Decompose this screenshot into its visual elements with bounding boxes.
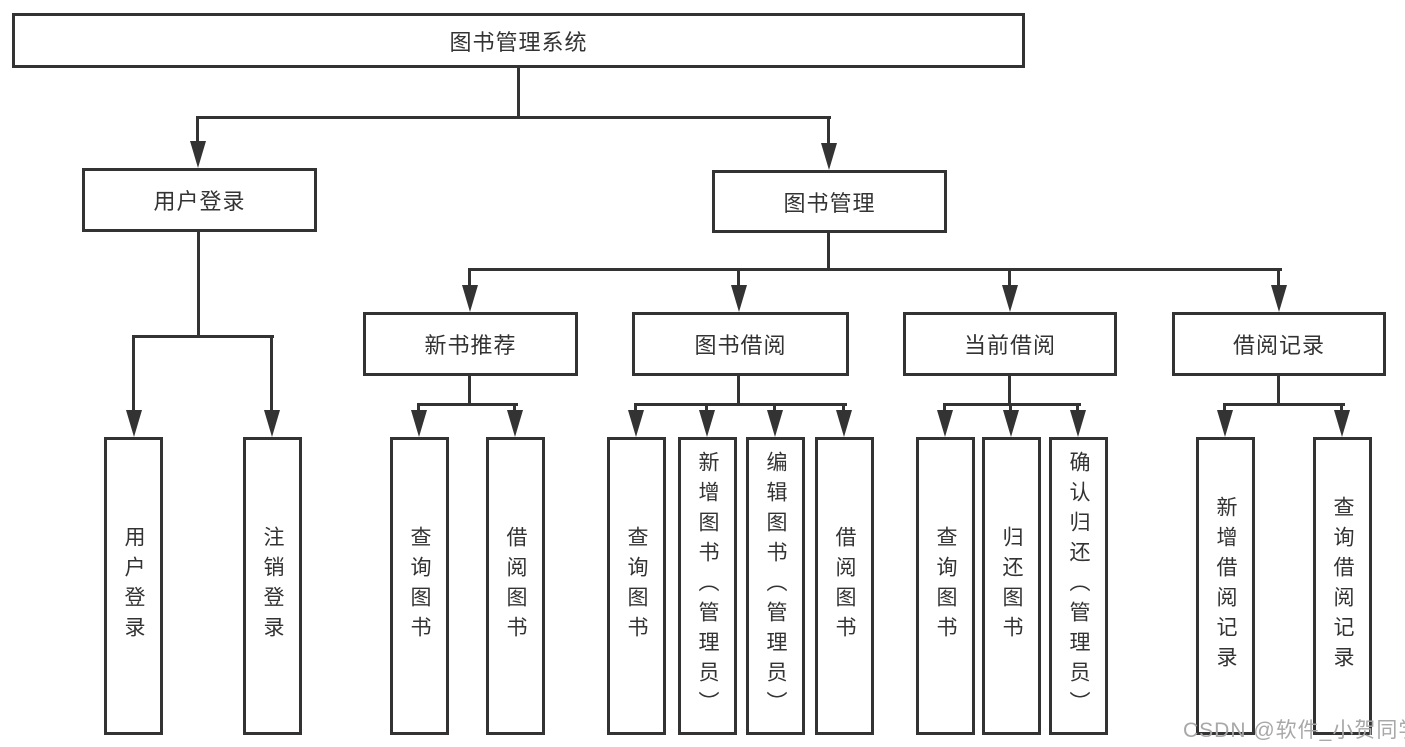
arrow-down-icon [190, 141, 206, 168]
leaf-label: 借阅图书 [504, 526, 527, 646]
leaf-label: 新增借阅记录 [1214, 496, 1237, 676]
connector-borrow-records-stem [1277, 376, 1280, 405]
connector-drop [1009, 403, 1012, 415]
arrow-down-icon [462, 285, 478, 312]
leaf-label: 用户登录 [122, 526, 145, 646]
connector-drop [1340, 403, 1343, 415]
arrow-down-icon [1217, 410, 1233, 437]
node-current-borrow-label: 当前借阅 [963, 333, 1056, 358]
arrow-down-icon [126, 410, 142, 437]
connector-drop-new-book [468, 268, 471, 292]
node-book-borrow-label: 图书借阅 [694, 333, 787, 358]
connector-new-book-stem [468, 376, 471, 405]
connector-drop-book-borrow [737, 268, 740, 292]
connector-drop-borrow-records [1277, 268, 1280, 292]
node-leaf-logout: 注销登录 [243, 437, 302, 735]
connector-new-book-branch [417, 403, 518, 406]
node-root-label: 图书管理系统 [449, 29, 588, 55]
arrow-down-icon [1002, 285, 1018, 312]
leaf-label: 查询图书 [934, 526, 957, 646]
connector-drop [773, 403, 776, 415]
node-borrow-records-label: 借阅记录 [1232, 333, 1325, 358]
connector-user-login-branch [132, 335, 274, 338]
connector-borrow-records-branch [1223, 403, 1345, 406]
connector-book-borrow-stem [737, 376, 740, 405]
node-user-login-label: 用户登录 [153, 189, 246, 214]
leaf-label: 注销登录 [261, 526, 284, 646]
node-leaf-user-login: 用户登录 [104, 437, 163, 735]
csdn-watermark: CSDN @软件_小贺同学 [1183, 719, 1405, 742]
connector-drop-book-mgmt [827, 116, 830, 150]
arrow-down-icon [937, 410, 953, 437]
node-leaf-query-books-borrow: 查询图书 [607, 437, 666, 735]
connector-drop-current-borrow [1008, 268, 1011, 292]
connector-drop [513, 403, 516, 415]
connector-book-borrow-branch [634, 403, 847, 406]
node-root: 图书管理系统 [12, 13, 1025, 68]
connector-current-borrow-stem [1008, 376, 1011, 405]
arrow-down-icon [411, 410, 427, 437]
connector-drop-user-login [196, 116, 199, 148]
connector-drop-logout-leaf [270, 335, 273, 415]
node-leaf-query-books-current: 查询图书 [916, 437, 975, 735]
connector-root-branch [196, 116, 831, 119]
node-leaf-borrow-books: 借阅图书 [815, 437, 874, 735]
connector-drop [634, 403, 637, 415]
arrow-down-icon [1003, 410, 1019, 437]
leaf-label: 查询借阅记录 [1331, 496, 1354, 676]
connector-drop [417, 403, 420, 415]
leaf-label: 新增图书（管理员） [696, 451, 719, 721]
arrow-down-icon [731, 285, 747, 312]
connector-drop [842, 403, 845, 415]
connector-user-login-stem [197, 232, 200, 337]
connector-current-borrow-branch [943, 403, 1081, 406]
connector-root-stem [517, 68, 520, 118]
connector-drop [1076, 403, 1079, 415]
arrow-down-icon [1070, 410, 1086, 437]
arrow-down-icon [699, 410, 715, 437]
leaf-label: 借阅图书 [833, 526, 856, 646]
arrow-down-icon [507, 410, 523, 437]
node-leaf-query-books-recommend: 查询图书 [390, 437, 449, 735]
node-new-book-recommend: 新书推荐 [363, 312, 578, 376]
arrow-down-icon [628, 410, 644, 437]
node-leaf-return-books: 归还图书 [982, 437, 1041, 735]
leaf-label: 确认归还（管理员） [1067, 451, 1090, 721]
connector-book-mgmt-branch [468, 268, 1282, 271]
connector-drop [705, 403, 708, 415]
node-leaf-query-borrow-record: 查询借阅记录 [1313, 437, 1372, 735]
node-borrow-records: 借阅记录 [1172, 312, 1386, 376]
arrow-down-icon [264, 410, 280, 437]
leaf-label: 归还图书 [1000, 526, 1023, 646]
connector-drop [943, 403, 946, 415]
arrow-down-icon [1271, 285, 1287, 312]
leaf-label: 编辑图书（管理员） [764, 451, 787, 721]
node-new-book-recommend-label: 新书推荐 [424, 333, 517, 358]
node-book-borrow: 图书借阅 [632, 312, 849, 376]
leaf-label: 查询图书 [408, 526, 431, 646]
node-leaf-borrow-books-recommend: 借阅图书 [486, 437, 545, 735]
node-user-login: 用户登录 [82, 168, 317, 232]
arrow-down-icon [821, 143, 837, 170]
arrow-down-icon [836, 410, 852, 437]
node-leaf-add-books-admin: 新增图书（管理员） [678, 437, 737, 735]
connector-drop-login-leaf [132, 335, 135, 415]
arrow-down-icon [1334, 410, 1350, 437]
leaf-label: 查询图书 [625, 526, 648, 646]
node-book-management: 图书管理 [712, 170, 947, 233]
connector-book-mgmt-stem [827, 233, 830, 270]
connector-drop [1223, 403, 1226, 415]
node-leaf-edit-books-admin: 编辑图书（管理员） [746, 437, 805, 735]
arrow-down-icon [767, 410, 783, 437]
node-book-management-label: 图书管理 [783, 190, 876, 216]
node-current-borrow: 当前借阅 [903, 312, 1117, 376]
node-leaf-confirm-return-admin: 确认归还（管理员） [1049, 437, 1108, 735]
node-leaf-add-borrow-record: 新增借阅记录 [1196, 437, 1255, 735]
